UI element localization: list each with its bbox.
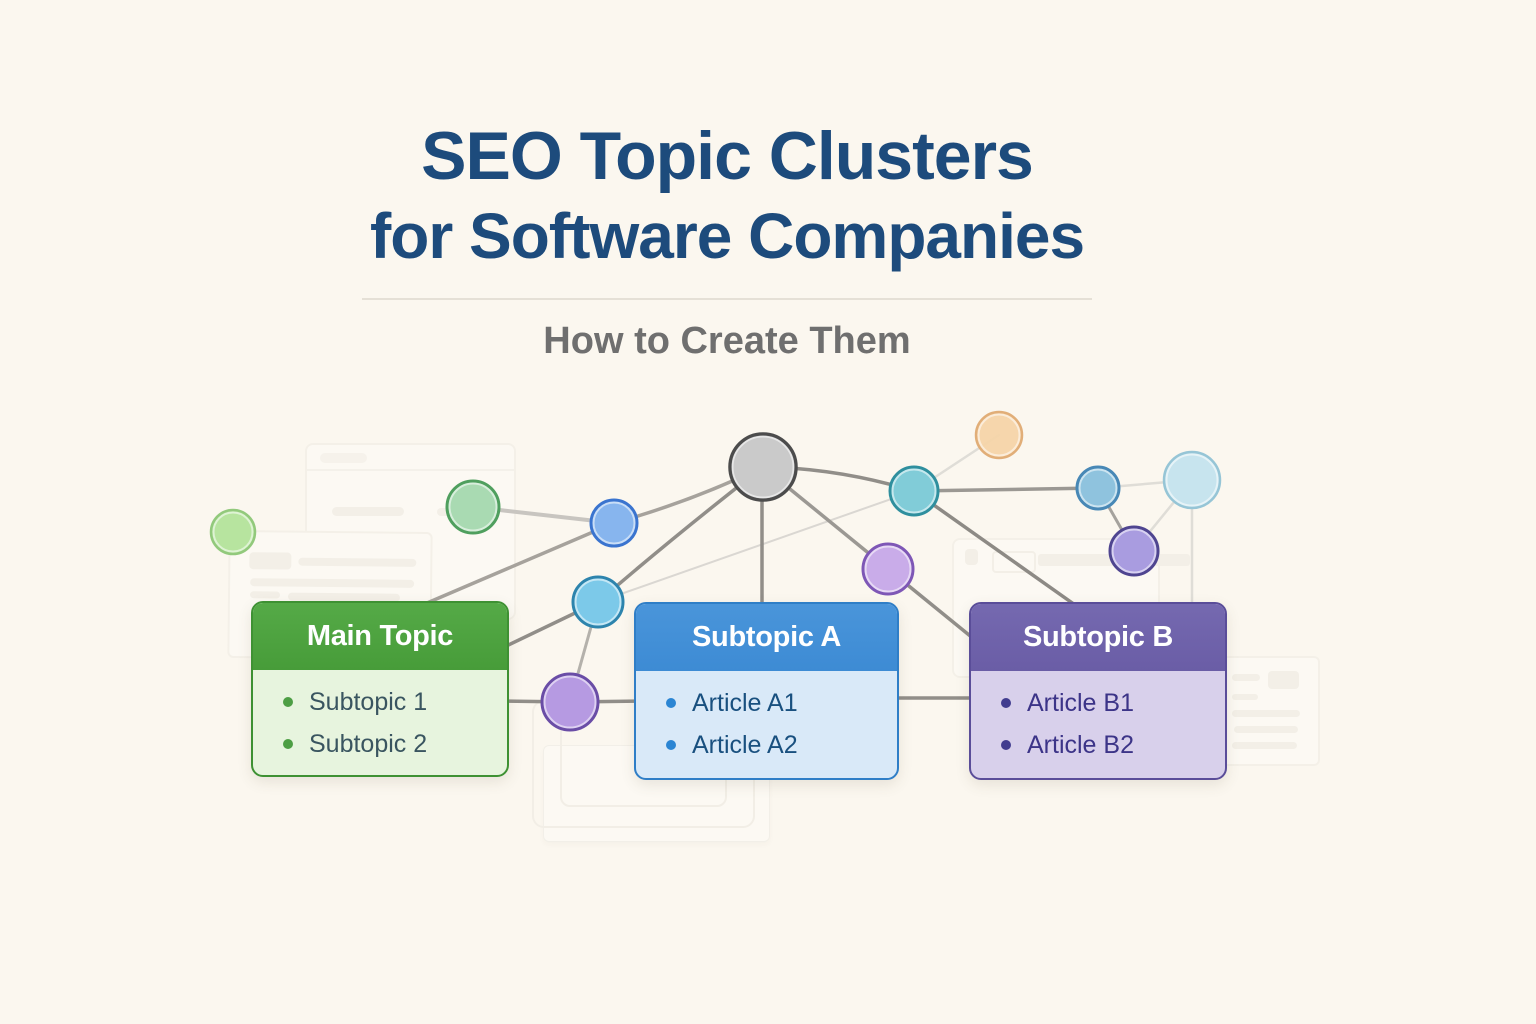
card-subtopic-a-title: Subtopic A: [692, 621, 841, 653]
list-item: Article A2: [666, 724, 897, 766]
node-purple-left: [540, 672, 600, 732]
list-item-label: Subtopic 2: [309, 729, 428, 758]
node-blue: [589, 498, 639, 548]
node-cyan: [571, 575, 625, 629]
edge-teal-to-card-b-corner: [912, 489, 1087, 614]
bullet-icon: [666, 698, 676, 708]
browser-titlebar-mockup: [307, 445, 514, 471]
edge-teal-to-cyan-faint: [597, 490, 915, 603]
card-subtopic-b-body: Article B1 Article B2: [971, 671, 1225, 766]
node-orange: [974, 410, 1024, 460]
node-purple-mid: [861, 542, 915, 596]
node-hub: [728, 432, 798, 502]
card-subtopic-b-header: Subtopic B: [971, 604, 1225, 671]
list-item-label: Article A1: [692, 688, 798, 717]
page-title-line-2: for Software Companies: [369, 199, 1085, 272]
node-purple-right: [1108, 525, 1160, 577]
list-item: Article B1: [1001, 682, 1225, 724]
bullet-icon: [1001, 740, 1011, 750]
node-green: [445, 479, 501, 535]
list-item-label: Article B1: [1027, 688, 1134, 717]
title-divider: [362, 298, 1092, 301]
list-item-label: Article B2: [1027, 730, 1134, 759]
list-item: Article B2: [1001, 724, 1225, 766]
card-subtopic-b-title: Subtopic B: [1022, 621, 1174, 653]
list-item: Subtopic 2: [283, 723, 507, 765]
page-title-line-1: SEO Topic Clusters: [421, 118, 1034, 194]
node-blue-right: [1075, 465, 1121, 511]
edge-doc-to-blue: [418, 521, 616, 608]
bullet-icon: [1001, 698, 1011, 708]
page-subtitle: How to Create Them: [543, 320, 911, 363]
bullet-icon: [283, 697, 293, 707]
node-light-green: [209, 508, 257, 556]
list-item-label: Subtopic 1: [309, 687, 428, 716]
list-item: Subtopic 1: [283, 681, 507, 723]
node-lightblue-right: [1162, 450, 1222, 510]
card-main-topic-body: Subtopic 1 Subtopic 2: [253, 670, 507, 765]
edge-teal-to-blueright: [912, 486, 1100, 493]
card-subtopic-b: Subtopic B Article B1 Article B2: [969, 602, 1227, 780]
card-subtopic-a: Subtopic A Article A1 Article A2: [634, 602, 899, 780]
card-subtopic-a-body: Article A1 Article A2: [636, 671, 897, 766]
bullet-icon: [666, 740, 676, 750]
bullet-icon: [283, 739, 293, 749]
node-teal: [888, 465, 940, 517]
card-main-topic: Main Topic Subtopic 1 Subtopic 2: [251, 601, 509, 777]
title-block: SEO Topic Clusters for Software Companie…: [0, 0, 1454, 363]
list-item-label: Article A2: [692, 730, 798, 759]
card-main-topic-header: Main Topic: [253, 603, 507, 670]
card-main-topic-title: Main Topic: [306, 620, 454, 652]
card-subtopic-a-header: Subtopic A: [636, 604, 897, 671]
list-item: Article A1: [666, 682, 897, 724]
